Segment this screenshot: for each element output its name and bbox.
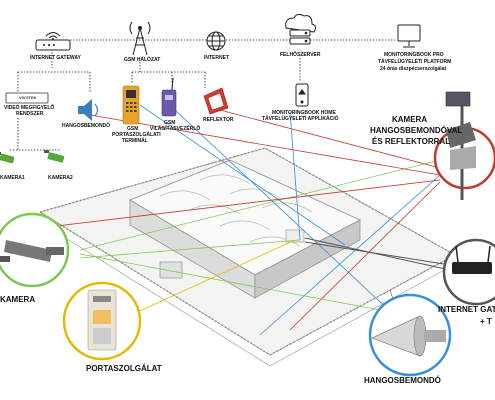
smartphone-icon — [295, 83, 309, 107]
combo-callout-label-line1: KAMERA — [392, 115, 428, 124]
nvr-brand-label: VIVOTEK — [19, 95, 37, 100]
top-connection-lines — [10, 39, 395, 151]
gateway-callout-label-line2: + T — [480, 317, 492, 326]
cloud-server-label: FELHŐSZERVER — [280, 52, 321, 58]
combo-callout-label-line3: ÉS REFLEKTORRAL — [372, 137, 451, 146]
internet-gateway-label: INTERNET GATEWAY — [30, 55, 81, 61]
video-system-label-line2: RENDSZER — [16, 111, 44, 117]
camera1-icon — [0, 152, 15, 164]
reflector-label: REFLEKTOR — [203, 117, 234, 123]
internet-label: INTERNET — [204, 55, 229, 61]
camera-callout — [0, 212, 70, 288]
combo-callout-label-line2: HANGOSBEMONDÓVAL — [370, 126, 463, 135]
cell-tower-icon — [129, 21, 151, 56]
gsm-terminal-label-line3: TERMINÁL — [122, 138, 148, 144]
cloud-server-icon — [285, 13, 317, 45]
gateway-callout-label-line1: INTERNET GATEWAY — [438, 305, 495, 314]
speaker-icon — [78, 99, 99, 121]
gsm-light-controller-icon — [161, 77, 177, 117]
nvr-icon — [5, 92, 49, 104]
gsm-network-label: GSM HÁLÓZAT — [124, 57, 161, 63]
camera1-label: KAMERA1 — [0, 175, 25, 181]
camera2-label: KAMERA2 — [48, 175, 73, 181]
camera-callout-label: KAMERA — [0, 295, 36, 304]
megaphone-callout — [368, 293, 452, 377]
speaker-label: HANGOSBEMONDÓ — [62, 123, 111, 129]
gsm-terminal-label-line2: PORTASZOLGÁLATI — [112, 132, 161, 138]
reflector-icon — [203, 87, 229, 115]
platform-service-note: 24 órás diszpécserszolgálat — [380, 66, 447, 72]
app-label-line2: TÁVFELÜGYELETI APPLIKÁCIÓ — [262, 116, 339, 122]
platform-subtitle: TÁVFELÜGYELETI PLATFORM — [378, 59, 452, 65]
gsm-light-label-line2: VILÁGÍTÁSVEZÉRLŐ — [150, 126, 201, 132]
intercom-callout-label: PORTASZOLGÁLAT — [86, 364, 162, 373]
gsm-light-label-line1: GSM — [164, 120, 176, 126]
camera2-icon — [44, 150, 65, 163]
gsm-terminal-icon — [122, 85, 140, 125]
app-label-line1: MONITORINGBOOK HOME — [272, 110, 336, 116]
monitor-icon — [397, 24, 421, 48]
router-icon — [35, 32, 71, 51]
combo-camera-callout — [433, 91, 495, 200]
intercom-callout — [62, 281, 142, 361]
platform-title: MONITORINGBOOK PRO — [384, 52, 444, 58]
megaphone-callout-label: HANGOSBEMONDÓ — [364, 376, 441, 385]
gsm-terminal-label-line1: GSM — [127, 126, 139, 132]
video-system-label-line1: VIDEÓ MEGFIGYELŐ — [4, 105, 55, 111]
gateway-callout — [442, 238, 495, 306]
globe-icon — [206, 31, 226, 51]
